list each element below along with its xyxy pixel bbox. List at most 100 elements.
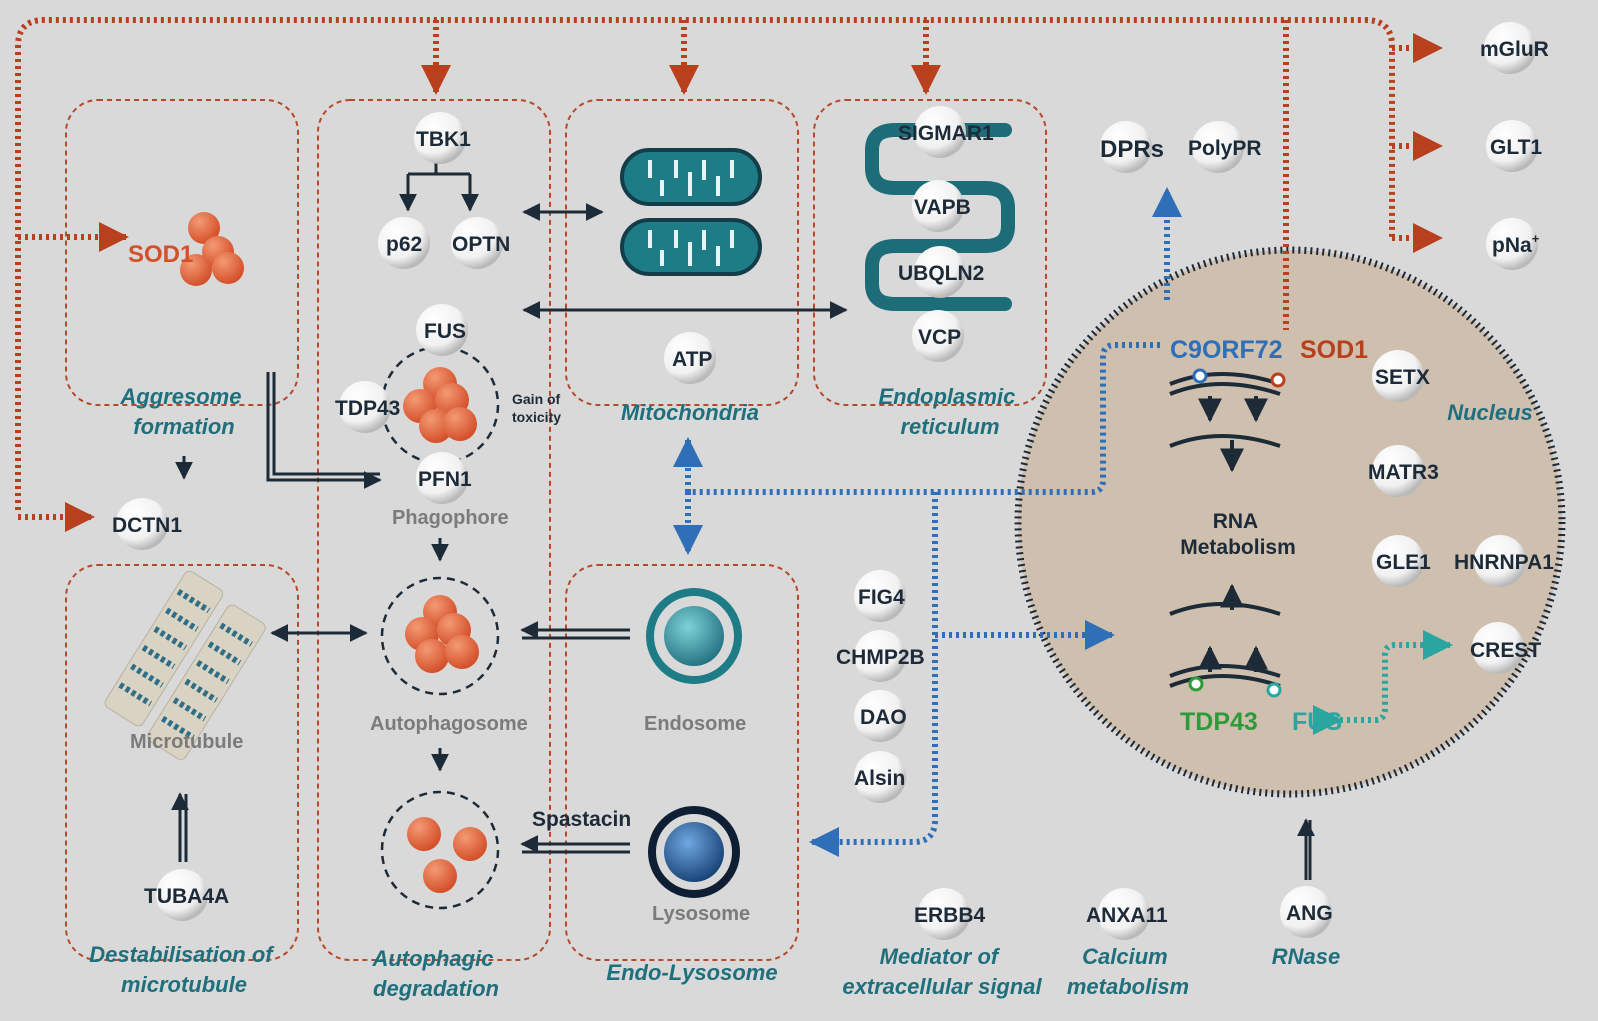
- c9orf72-label: C9ORF72: [1170, 336, 1283, 364]
- autophagy-box: [317, 99, 551, 961]
- erbb4-label: ERBB4: [914, 904, 986, 927]
- tdp43-phagophore-label: TDP43: [335, 397, 400, 420]
- aggresome-line2: formation: [133, 414, 234, 439]
- dao-label: DAO: [860, 706, 907, 729]
- sod1-nucleus-label: SOD1: [1300, 336, 1368, 364]
- fig4-label: FIG4: [858, 586, 905, 609]
- mitochondrion-icon: [620, 148, 762, 276]
- er-line2: reticulum: [900, 414, 999, 439]
- rna-metabolism-label: RNA Metabolism: [1180, 510, 1296, 559]
- mediator-line2: extracellular signal: [842, 974, 1042, 999]
- phagophore-aggregate: [380, 345, 500, 465]
- rna-strand-icon: [1169, 372, 1281, 688]
- ang-label: ANG: [1286, 902, 1333, 925]
- nucleus: [1014, 246, 1566, 798]
- tbk1-label: TBK1: [416, 128, 471, 151]
- mediator-line1: Mediator of: [880, 944, 1001, 969]
- ubqln2-label: UBQLN2: [898, 262, 984, 285]
- microtubule-destab-line1: Destabilisation of: [89, 942, 275, 967]
- compartment-borders: [65, 99, 1047, 961]
- rna-marker-blue: [1192, 368, 1208, 384]
- setx-label: SETX: [1375, 366, 1430, 389]
- autophagosome-label: Autophagosome: [370, 713, 528, 735]
- er-line1: Endoplasmic: [878, 384, 1015, 409]
- gle1-label: GLE1: [1376, 551, 1431, 574]
- microtubule-label: Microtubule: [130, 731, 243, 753]
- er-compartment-label: Endoplasmic reticulum: [878, 384, 1021, 439]
- mediator-label: Mediator of extracellular signal: [842, 944, 1042, 999]
- rna-marker-orange: [1270, 372, 1286, 388]
- calcium-label: Calcium metabolism: [1067, 944, 1189, 999]
- lysosome-icon: [648, 806, 740, 898]
- microtubule-box: [65, 564, 299, 961]
- autophagic-compartment-label: Autophagic degradation: [371, 946, 499, 1001]
- fus-crest-link: [1313, 630, 1453, 735]
- extracellular-loop: [15, 17, 1443, 532]
- crest-label: CREST: [1470, 639, 1541, 662]
- rna-marker-teal: [1266, 682, 1282, 698]
- rna-marker-green: [1188, 676, 1204, 692]
- er-box: [813, 99, 1047, 406]
- endoplasmic-reticulum-icon: [865, 123, 1015, 311]
- microtubule-destab-line2: microtubule: [121, 972, 247, 997]
- pna-superscript: +: [1532, 231, 1540, 246]
- calcium-line1: Calcium: [1082, 944, 1168, 969]
- glt1-label: GLT1: [1490, 136, 1542, 159]
- rna-metabolism-line1: RNA: [1213, 510, 1258, 533]
- pfn1-label: PFN1: [418, 468, 472, 491]
- gain-of-toxicity-line2: toxicity: [512, 409, 561, 425]
- dprs-label: DPRs: [1100, 136, 1164, 163]
- rnase-label: RNase: [1272, 944, 1340, 969]
- sod1-aggresome-label: SOD1: [128, 241, 193, 268]
- alsin-label: Alsin: [854, 767, 905, 790]
- dctn1-label: DCTN1: [112, 514, 182, 537]
- endolysosome-box: [565, 564, 799, 961]
- p62-label: p62: [386, 233, 422, 256]
- gain-of-toxicity-label: Gain of toxicity: [512, 391, 564, 425]
- mglur-label: mGluR: [1480, 38, 1549, 61]
- aggresome-line1: Aggresome: [119, 384, 241, 409]
- protein-aggregate-icon: [180, 212, 244, 286]
- sigmar1-label: SIGMAR1: [898, 122, 994, 145]
- atp-label: ATP: [672, 348, 712, 371]
- endosome-icon: [646, 588, 742, 684]
- mitochondria-box: [565, 99, 799, 406]
- anxa11-label: ANXA11: [1086, 904, 1168, 927]
- vcp-label: VCP: [918, 326, 961, 349]
- optn-label: OPTN: [452, 233, 510, 256]
- pna-text: pNa: [1492, 234, 1532, 257]
- rna-metabolism-line2: Metabolism: [1180, 536, 1296, 559]
- endolysosome-compartment-label: Endo-Lysosome: [606, 960, 777, 985]
- matr3-label: MATR3: [1368, 461, 1439, 484]
- hnrnpa1-label: HNRNPA1: [1454, 551, 1554, 574]
- microtubule-compartment-label: Destabilisation of microtubule: [89, 942, 278, 997]
- mitochondria-compartment-label: Mitochondria: [621, 400, 759, 425]
- nucleus-compartment-label: Nucleus: [1447, 400, 1533, 425]
- chmp2b-label: CHMP2B: [836, 646, 925, 669]
- pna-label: pNa+: [1492, 231, 1540, 257]
- autophagosome-icon: [380, 576, 500, 696]
- spastacin-label: Spastacin: [532, 808, 631, 831]
- polypr-label: PolyPR: [1188, 137, 1262, 160]
- aggresome-box: [65, 99, 299, 406]
- tuba4a-label: TUBA4A: [144, 885, 229, 908]
- autophagic-line1: Autophagic: [371, 946, 493, 971]
- aggresome-compartment-label: Aggresome formation: [119, 384, 247, 439]
- autophagic-degradation-icon: [380, 790, 500, 910]
- fus-nucleus-label: FUS: [1292, 708, 1342, 736]
- autophagic-line2: degradation: [373, 976, 499, 1001]
- c9orf72-paths: [673, 187, 1182, 857]
- fus-phagophore-label: FUS: [424, 320, 466, 343]
- solid-arrows: [171, 160, 1315, 880]
- tdp43-nucleus-label: TDP43: [1180, 708, 1258, 736]
- microtubule-icon: [104, 570, 266, 760]
- lysosome-label: Lysosome: [652, 903, 750, 925]
- gain-of-toxicity-line1: Gain of: [512, 391, 561, 407]
- calcium-line2: metabolism: [1067, 974, 1189, 999]
- endosome-label: Endosome: [644, 713, 746, 735]
- vapb-label: VAPB: [914, 196, 971, 219]
- protein-bubbles: [116, 22, 1538, 940]
- phagophore-label: Phagophore: [392, 507, 509, 529]
